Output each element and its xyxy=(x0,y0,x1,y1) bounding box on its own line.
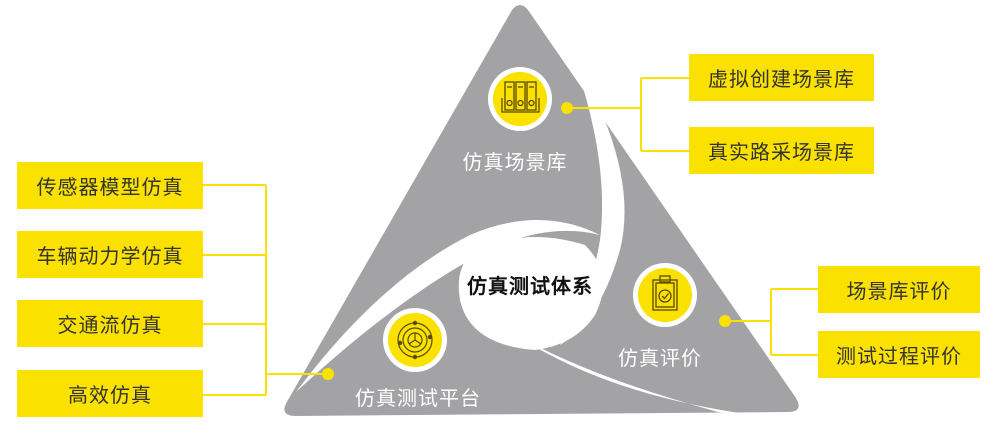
swirl-blade-left xyxy=(296,220,600,392)
center-label: 仿真测试体系 xyxy=(467,274,593,298)
connector-left xyxy=(203,184,328,396)
connector-bottom-right xyxy=(725,288,818,356)
branch-box-efficient-sim: 高效仿真 xyxy=(17,370,203,417)
branch-box-real-road-scenario-library: 真实路采场景库 xyxy=(689,127,874,174)
connector-dot-left xyxy=(322,368,334,380)
connector-top-right xyxy=(567,77,689,152)
node-top-circle xyxy=(488,67,552,131)
branch-box-traffic-flow: 交通流仿真 xyxy=(17,300,203,347)
node-left-label: 仿真测试平台 xyxy=(355,386,481,410)
node-left-circle xyxy=(383,308,447,372)
branch-box-virtual-scenario-library: 虚拟创建场景库 xyxy=(689,54,874,101)
clipboard-check-icon xyxy=(652,275,678,311)
node-top-label: 仿真场景库 xyxy=(462,150,568,174)
connector-dot-right xyxy=(719,315,731,327)
node-right-circle xyxy=(633,263,697,327)
branch-box-vehicle-dynamics: 车辆动力学仿真 xyxy=(17,231,203,278)
swirl-blade-top xyxy=(560,54,625,345)
binders-icon xyxy=(501,81,540,113)
branch-box-sensor-model: 传感器模型仿真 xyxy=(17,162,203,209)
center-hub xyxy=(458,237,603,350)
orbit-chart-icon xyxy=(397,320,433,360)
branch-box-scenario-library-evaluation: 场景库评价 xyxy=(818,266,980,313)
branch-box-test-process-evaluation: 测试过程评价 xyxy=(818,331,980,378)
connector-dot-top xyxy=(561,102,573,114)
node-right-label: 仿真评价 xyxy=(618,346,702,370)
